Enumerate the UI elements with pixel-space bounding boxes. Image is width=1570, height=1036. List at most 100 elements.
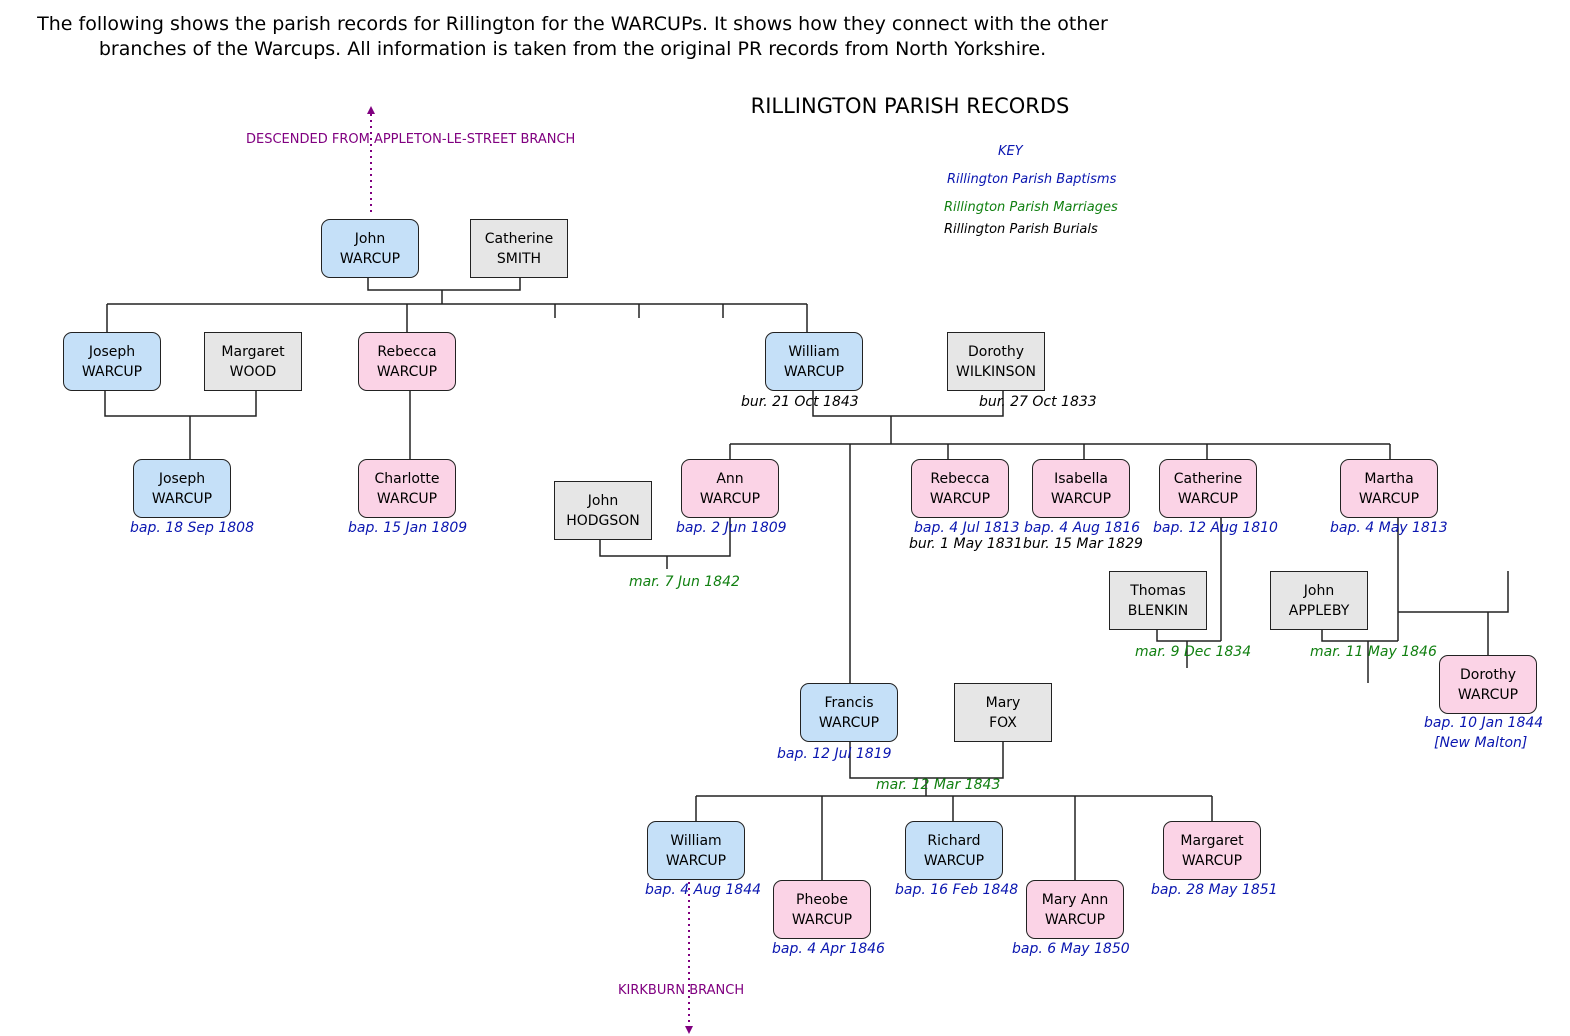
key-baptisms: Rillington Parish Baptisms [947, 172, 1117, 187]
first-name: William [788, 343, 840, 360]
surname: WARCUP [1457, 686, 1519, 703]
person-richard-warcup: Richard WARCUP [905, 821, 1003, 880]
person-margaret-wood: Margaret WOOD [204, 332, 302, 391]
surname: WARCUP [1044, 911, 1106, 928]
first-name: Mary [985, 694, 1021, 711]
surname: WARCUP [923, 852, 985, 869]
person-ann-warcup: Ann WARCUP [681, 459, 779, 518]
event-joseph-baptism: bap. 18 Sep 1808 [130, 520, 254, 536]
surname: APPLEBY [1288, 602, 1350, 619]
first-name: Catherine [484, 230, 554, 247]
surname: FOX [989, 714, 1017, 731]
surname: BLENKIN [1127, 602, 1189, 619]
first-name: Joseph [158, 470, 206, 487]
first-name: Catherine [1173, 470, 1243, 487]
surname: SMITH [496, 250, 542, 267]
event-dorothy-place: [New Malton] [1434, 735, 1528, 751]
person-mary-ann-warcup: Mary Ann WARCUP [1026, 880, 1124, 939]
person-mary-fox: Mary FOX [954, 683, 1052, 742]
surname: WARCUP [151, 490, 213, 507]
first-name: Mary Ann [1041, 891, 1109, 908]
person-pheobe-warcup: Pheobe WARCUP [773, 880, 871, 939]
person-william-warcup: William WARCUP [765, 332, 863, 391]
event-rebecca-burial: bur. 1 May 1831 [909, 536, 1023, 552]
surname: WARCUP [376, 490, 438, 507]
first-name: Rebecca [930, 470, 990, 487]
person-martha-warcup: Martha WARCUP [1340, 459, 1438, 518]
first-name: John [1303, 582, 1335, 599]
person-catherine-smith: Catherine SMITH [470, 219, 568, 278]
first-name: Martha [1364, 470, 1414, 487]
event-francis-marriage: mar. 12 Mar 1843 [876, 777, 1001, 793]
surname: WOOD [229, 363, 277, 380]
surname: WARCUP [699, 490, 761, 507]
person-john-appleby: John APPLEBY [1270, 571, 1368, 630]
first-name: Thomas [1130, 582, 1186, 599]
surname: WARCUP [376, 363, 438, 380]
surname: WARCUP [929, 490, 991, 507]
surname: WARCUP [81, 363, 143, 380]
first-name: Margaret [1180, 832, 1244, 849]
person-dorothy-warcup: Dorothy WARCUP [1439, 655, 1537, 714]
person-john-hodgson: John HODGSON [554, 481, 652, 540]
event-ann-baptism: bap. 2 Jun 1809 [676, 520, 787, 536]
key-marriages: Rillington Parish Marriages [944, 200, 1118, 215]
first-name: William [670, 832, 722, 849]
first-name: Dorothy [1459, 666, 1516, 683]
event-william-burial: bur. 21 Oct 1843 [741, 394, 859, 410]
event-richard-baptism: bap. 16 Feb 1848 [895, 882, 1019, 898]
first-name: Pheobe [796, 891, 848, 908]
first-name: John [354, 230, 386, 247]
event-isabella-baptism: bap. 4 Aug 1816 [1024, 520, 1141, 536]
first-name: Joseph [88, 343, 136, 360]
person-rebecca-warcup: Rebecca WARCUP [358, 332, 456, 391]
surname: WARCUP [1358, 490, 1420, 507]
branch-label-appleton: DESCENDED FROM APPLETON-LE-STREET BRANCH [246, 132, 576, 147]
surname: WARCUP [783, 363, 845, 380]
person-francis-warcup: Francis WARCUP [800, 683, 898, 742]
event-charlotte-baptism: bap. 15 Jan 1809 [348, 520, 468, 536]
person-isabella-warcup: Isabella WARCUP [1032, 459, 1130, 518]
surname: WILKINSON [956, 363, 1036, 380]
person-catherine-warcup: Catherine WARCUP [1159, 459, 1257, 518]
surname: WARCUP [818, 714, 880, 731]
event-dorothy-wilkinson-burial: bur. 27 Oct 1833 [979, 394, 1097, 410]
person-william-warcup-2: William WARCUP [647, 821, 745, 880]
first-name: John [587, 492, 619, 509]
event-francis-baptism: bap. 12 Jul 1819 [777, 746, 892, 762]
intro-text: The following shows the parish records f… [37, 13, 1108, 60]
event-catherine-marriage: mar. 9 Dec 1834 [1135, 644, 1252, 660]
first-name: Francis [824, 694, 874, 711]
event-william2-baptism: bap. 4 Aug 1844 [645, 882, 762, 898]
first-name: Isabella [1054, 470, 1108, 487]
first-name: Rebecca [377, 343, 437, 360]
surname: WARCUP [1181, 852, 1243, 869]
surname: WARCUP [1050, 490, 1112, 507]
person-thomas-blenkin: Thomas BLENKIN [1109, 571, 1207, 630]
surname: WARCUP [1177, 490, 1239, 507]
first-name: Ann [716, 470, 744, 487]
event-ann-marriage: mar. 7 Jun 1842 [629, 574, 740, 590]
event-isabella-burial: bur. 15 Mar 1829 [1023, 536, 1143, 552]
surname: WARCUP [791, 911, 853, 928]
key-heading: KEY [998, 144, 1023, 159]
person-john-warcup: John WARCUP [321, 219, 419, 278]
person-dorothy-wilkinson: Dorothy WILKINSON [947, 332, 1045, 391]
person-margaret-warcup: Margaret WARCUP [1163, 821, 1261, 880]
surname: WARCUP [665, 852, 727, 869]
first-name: Richard [927, 832, 981, 849]
event-maryann-baptism: bap. 6 May 1850 [1012, 941, 1130, 957]
person-rebecca-warcup-2: Rebecca WARCUP [911, 459, 1009, 518]
first-name: Charlotte [374, 470, 440, 487]
event-catherine-baptism: bap. 12 Aug 1810 [1153, 520, 1278, 536]
surname: WARCUP [339, 250, 401, 267]
event-dorothy-baptism: bap. 10 Jan 1844 [1424, 715, 1544, 731]
branch-label-kirkburn: KIRKBURN BRANCH [618, 983, 745, 998]
surname: HODGSON [566, 512, 640, 529]
event-margaret-baptism: bap. 28 May 1851 [1151, 882, 1278, 898]
event-rebecca-baptism: bap. 4 Jul 1813 [914, 520, 1020, 536]
event-martha-marriage: mar. 11 May 1846 [1310, 644, 1437, 660]
person-joseph-warcup-jr: Joseph WARCUP [133, 459, 231, 518]
person-joseph-warcup: Joseph WARCUP [63, 332, 161, 391]
